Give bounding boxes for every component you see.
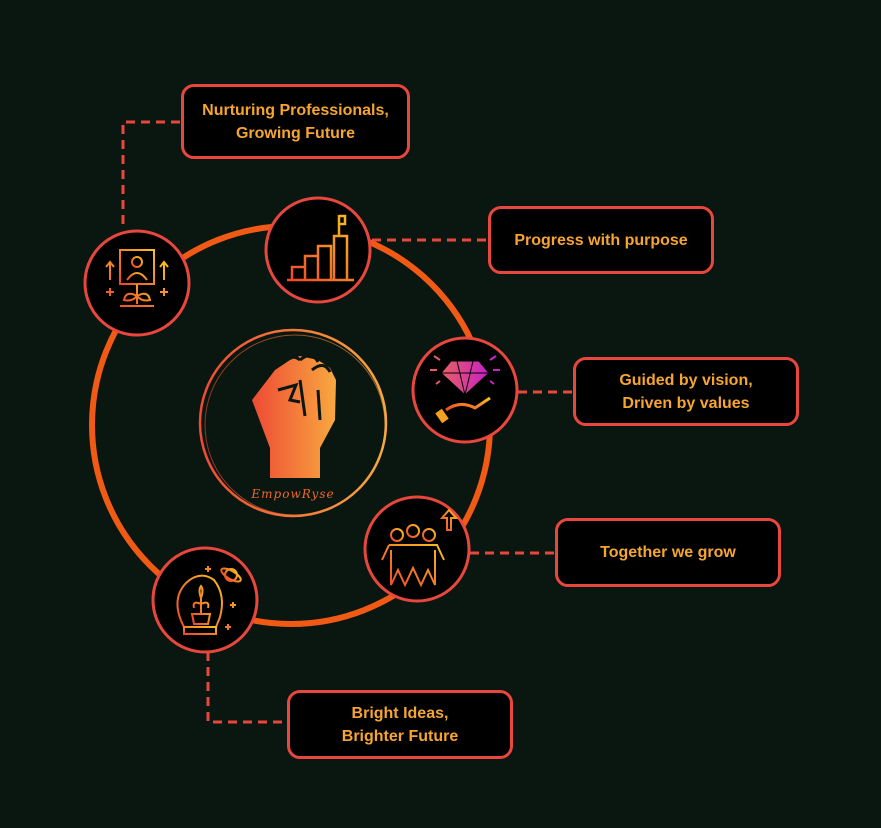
team-growth-icon <box>381 508 459 588</box>
label-line: Together we grow <box>600 544 736 561</box>
brand-name: EmpowRyse <box>251 487 335 501</box>
node-circle-2 <box>264 196 372 304</box>
bar-chart-flag-icon <box>287 214 354 282</box>
label-line: Guided by vision, <box>619 371 753 389</box>
person-growth-icon <box>105 249 169 307</box>
node-circle-4 <box>363 495 471 603</box>
fist-icon <box>252 354 336 478</box>
logo <box>198 328 388 518</box>
diamond-hand-icon <box>430 355 500 424</box>
label-nurturing-professionals: Nurturing Professionals, Growing Future <box>181 84 410 159</box>
label-guided-by-vision: Guided by vision, Driven by values <box>573 357 799 426</box>
label-line: Progress with purpose <box>514 231 688 249</box>
node-circle-1 <box>83 229 191 337</box>
label-progress-with-purpose: Progress with purpose <box>488 206 714 274</box>
label-line: Bright Ideas, <box>351 704 449 722</box>
label-together-we-grow: Together we grow <box>555 518 781 587</box>
label-line: Growing Future <box>235 124 356 142</box>
connector-5 <box>206 652 287 724</box>
node-circle-5 <box>151 546 259 654</box>
label-line: Brighter Future <box>341 727 459 745</box>
connector-1 <box>121 120 181 224</box>
node-circle-3 <box>411 336 519 444</box>
label-bright-ideas: Bright Ideas, Brighter Future <box>287 690 513 759</box>
label-line: Driven by values <box>622 394 750 412</box>
label-line: Nurturing Professionals, <box>202 101 389 119</box>
connectors <box>121 120 573 724</box>
lightbulb-plant-icon <box>176 566 242 635</box>
